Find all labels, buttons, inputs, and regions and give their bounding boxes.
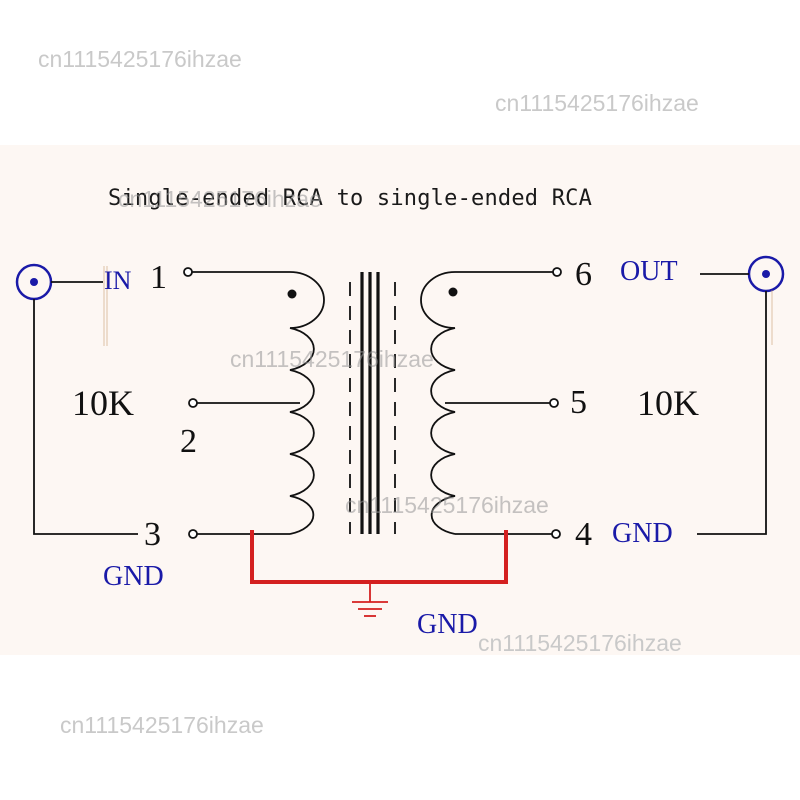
input-wiring (33, 281, 138, 535)
diagram-title: Single-ended RCA to single-ended RCA (108, 186, 593, 211)
watermark-text: cn1115425176ihzae (60, 712, 264, 738)
rca-jack-icon (747, 255, 785, 293)
pin-4-label: 4 (575, 516, 592, 553)
secondary-gnd-label: GND (612, 518, 673, 549)
diagram-background (0, 145, 800, 655)
watermark-text: cn1115425176ihzae (230, 346, 434, 372)
watermark-text: cn1115425176ihzae (345, 492, 549, 518)
pin-3-label: 3 (144, 516, 161, 553)
polarity-dot (287, 289, 297, 299)
pin-1-label: 1 (150, 259, 167, 296)
primary-winding (183, 267, 325, 539)
watermark-text: cn1115425176ihzae (495, 90, 699, 116)
secondary-impedance-label: 10K (637, 383, 699, 423)
polarity-dot (448, 287, 458, 297)
out-label: OUT (620, 256, 678, 287)
primary-gnd-label: GND (103, 561, 164, 592)
watermark-text: cn1115425176ihzae (118, 186, 322, 212)
output-wiring (697, 273, 767, 535)
pin-2-label: 2 (180, 423, 197, 460)
rca-jack-icon (15, 263, 53, 301)
ground-label: GND (417, 609, 478, 640)
hatch-mark (103, 266, 773, 346)
in-label: IN (104, 266, 132, 295)
ground-bus (250, 530, 508, 584)
primary-impedance-label: 10K (72, 383, 134, 423)
ground-symbol-icon (352, 582, 388, 617)
pin-6-label: 6 (575, 256, 592, 293)
watermark-text: cn1115425176ihzae (38, 46, 242, 72)
transformer-core-icon (349, 272, 396, 534)
watermark-text: cn1115425176ihzae (478, 630, 682, 656)
secondary-winding (420, 267, 562, 539)
pin-5-label: 5 (570, 384, 587, 421)
